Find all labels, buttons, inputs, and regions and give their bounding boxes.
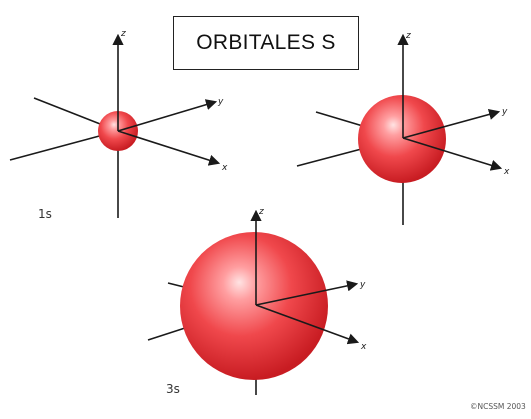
y-axis-3s — [255, 280, 359, 306]
diagram-title-text: ORBITALES S — [196, 31, 336, 54]
y-label-1s: y — [217, 97, 224, 107]
z-label-1s: z — [120, 29, 126, 39]
x-label-3s: x — [360, 342, 367, 352]
copyright-credit: ©NCSSM 2003 — [470, 402, 526, 411]
x-label-2s: x — [503, 167, 510, 177]
y-label-2s: y — [501, 107, 508, 117]
orbital-label-3s: 3s — [166, 382, 180, 396]
y-label-3s: y — [359, 280, 366, 290]
z-label-2s: z — [405, 31, 411, 41]
orbital-2s: z y x — [296, 31, 510, 225]
diagram-title: ORBITALES S — [173, 16, 359, 70]
orbital-1s: z y x — [9, 29, 228, 218]
x-axis-3s — [255, 304, 360, 345]
sphere-3s — [180, 232, 328, 380]
y-axis-1s — [117, 99, 218, 132]
sphere-2s — [358, 95, 446, 183]
x-axis-2s — [402, 137, 503, 171]
y-axis-2s — [402, 108, 501, 139]
x-axis-1s — [117, 130, 221, 166]
x-label-1s: x — [221, 163, 228, 173]
orbital-label-1s: 1s — [38, 207, 52, 221]
z-label-3s: z — [258, 207, 264, 217]
orbital-3s: z y x — [147, 207, 367, 395]
